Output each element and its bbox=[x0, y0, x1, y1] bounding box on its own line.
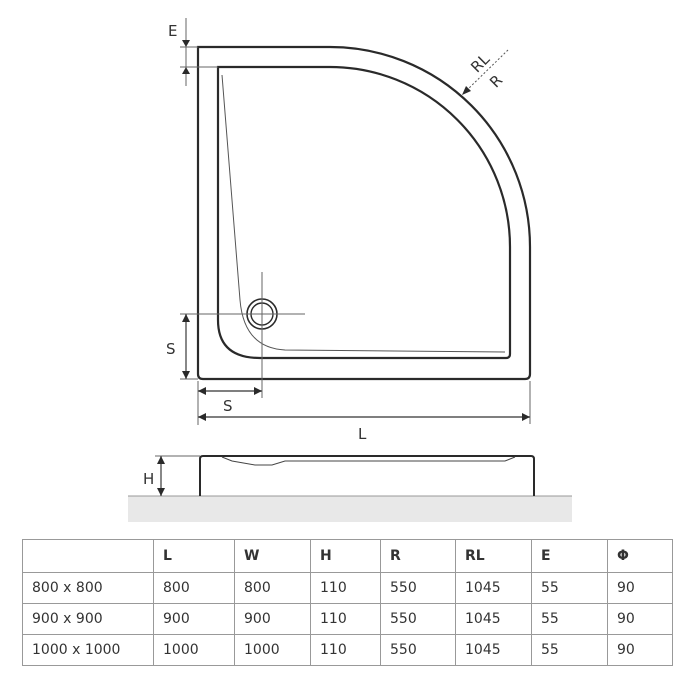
cell: 550 bbox=[380, 572, 456, 604]
cell: 55 bbox=[531, 603, 608, 635]
dimension-S-vertical: S bbox=[166, 314, 198, 380]
tray-outer-outline bbox=[196, 45, 532, 381]
label-H: H bbox=[143, 470, 154, 488]
label-RL: RL bbox=[467, 50, 493, 76]
header-cell: RL bbox=[455, 539, 532, 573]
cell: 1000 bbox=[153, 634, 235, 666]
cell: 800 bbox=[153, 572, 235, 604]
cell: 110 bbox=[310, 572, 381, 604]
cell: 90 bbox=[607, 603, 673, 635]
header-cell: W bbox=[234, 539, 311, 573]
table-row: 1000 x 1000 1000 1000 110 550 1045 55 90 bbox=[22, 634, 673, 666]
tray-inner-basin bbox=[216, 65, 512, 360]
floor-surface bbox=[128, 496, 572, 522]
cell: 55 bbox=[531, 634, 608, 666]
header-cell: E bbox=[531, 539, 608, 573]
cell: 900 bbox=[153, 603, 235, 635]
tray-side-basin bbox=[221, 456, 516, 466]
dimension-L: L bbox=[198, 381, 531, 443]
cell: 900 bbox=[234, 603, 311, 635]
header-cell: L bbox=[153, 539, 235, 573]
cell: 800 bbox=[234, 572, 311, 604]
drain-icon bbox=[180, 272, 305, 398]
label-L: L bbox=[358, 425, 367, 443]
label-R: R bbox=[486, 71, 506, 91]
cell: 110 bbox=[310, 634, 381, 666]
cell: 1045 bbox=[455, 603, 532, 635]
label-S-horizontal: S bbox=[223, 397, 233, 415]
tray-side-profile bbox=[199, 455, 535, 496]
cell: 800 x 800 bbox=[22, 572, 154, 604]
label-S-vertical: S bbox=[166, 340, 176, 358]
cell: 90 bbox=[607, 572, 673, 604]
dimensions-table: L W H R RL E Φ 800 x 800 800 800 110 550… bbox=[22, 539, 673, 666]
cell: 900 x 900 bbox=[22, 603, 154, 635]
table-row: 900 x 900 900 900 110 550 1045 55 90 bbox=[22, 603, 673, 635]
basin-slope-line bbox=[221, 74, 506, 353]
dimension-S-horizontal: S bbox=[197, 381, 262, 425]
cell: 1000 x 1000 bbox=[22, 634, 154, 666]
cell: 90 bbox=[607, 634, 673, 666]
cell: 55 bbox=[531, 572, 608, 604]
shower-tray-technical-drawing: E RL R S S L H bbox=[128, 18, 572, 522]
cell: 550 bbox=[380, 603, 456, 635]
cell: 1045 bbox=[455, 572, 532, 604]
header-cell: Φ bbox=[607, 539, 673, 573]
header-cell bbox=[22, 539, 154, 573]
header-cell: H bbox=[310, 539, 381, 573]
dimension-R-RL: RL R bbox=[462, 49, 509, 95]
table-header-row: L W H R RL E Φ bbox=[22, 539, 673, 573]
cell: 110 bbox=[310, 603, 381, 635]
cell: 1000 bbox=[234, 634, 311, 666]
cell: 1045 bbox=[455, 634, 532, 666]
header-cell: R bbox=[380, 539, 456, 573]
label-E: E bbox=[168, 22, 177, 40]
dimension-E: E bbox=[168, 18, 218, 86]
dimension-H: H bbox=[143, 455, 200, 496]
cell: 550 bbox=[380, 634, 456, 666]
table-row: 800 x 800 800 800 110 550 1045 55 90 bbox=[22, 572, 673, 604]
